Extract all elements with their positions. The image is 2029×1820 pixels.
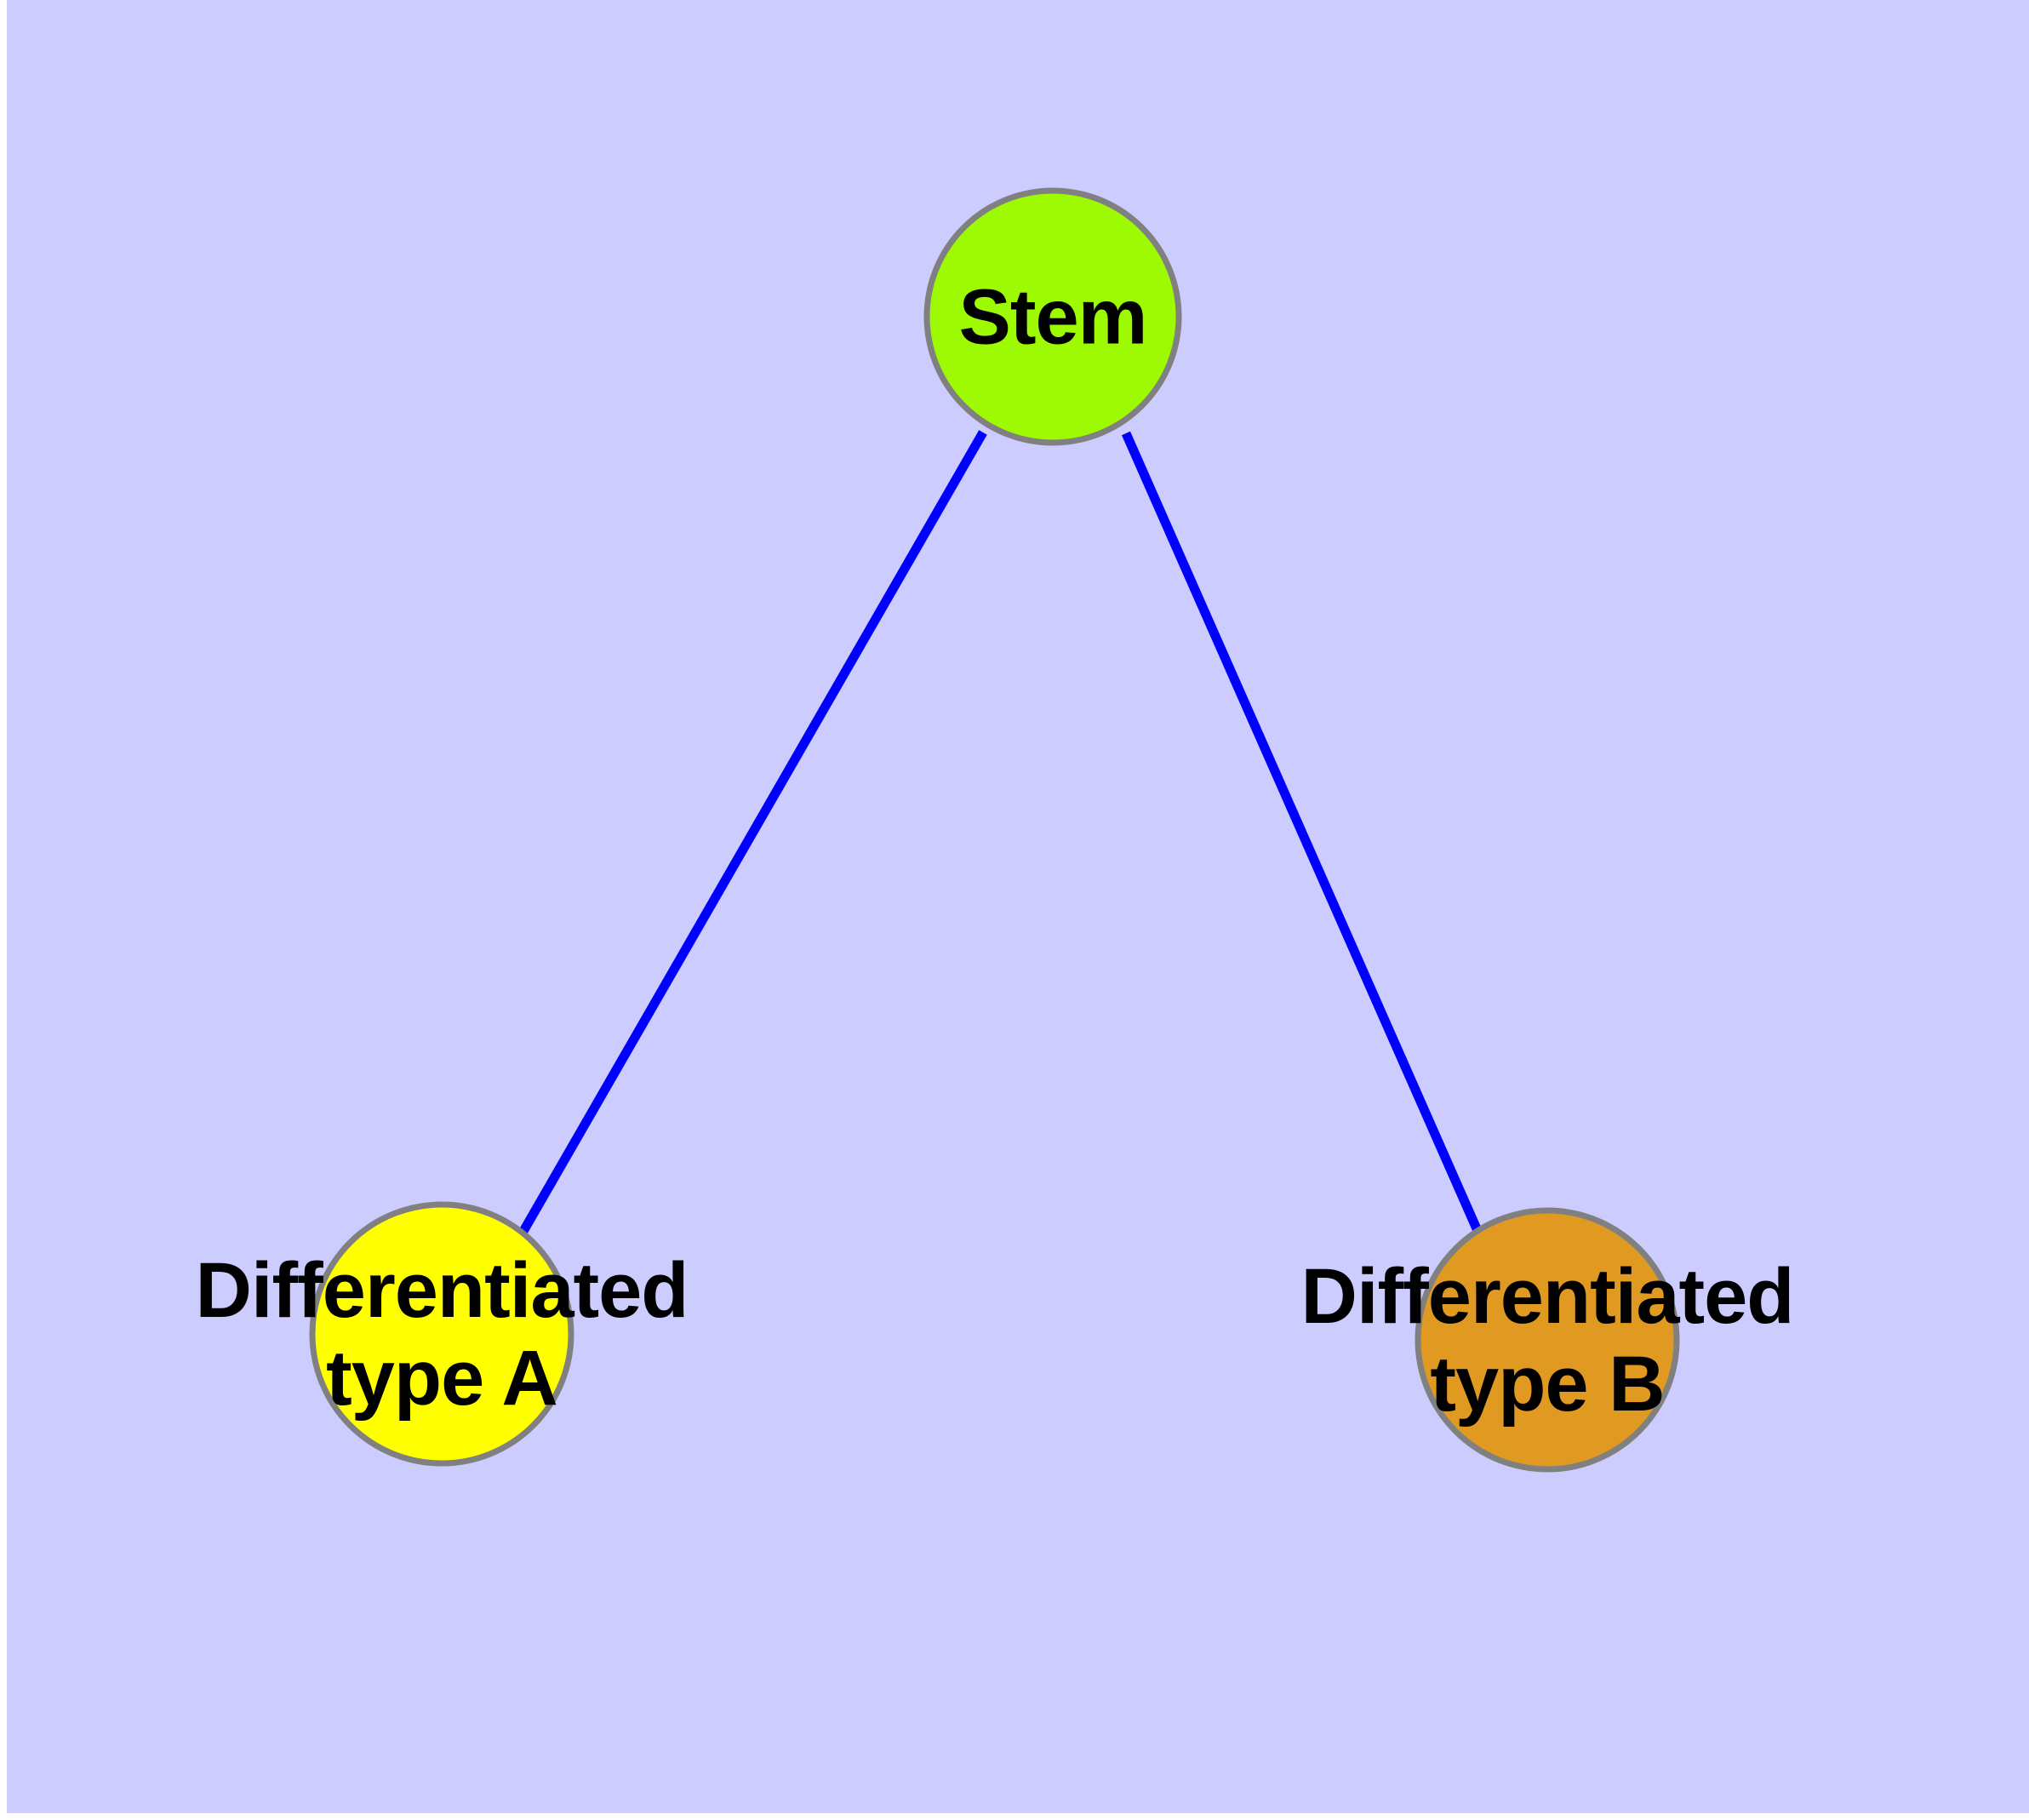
node-label-line: type A bbox=[326, 1335, 557, 1422]
graph-edge-stem-to-diff-b[interactable] bbox=[1121, 431, 1483, 1235]
nodes-group bbox=[309, 187, 1680, 1473]
node-label-line: type B bbox=[1430, 1341, 1664, 1428]
graph-node-diff_a[interactable] bbox=[309, 1201, 574, 1467]
graph-node-stem[interactable] bbox=[923, 187, 1182, 446]
graph-node-diff_b[interactable] bbox=[1415, 1207, 1680, 1473]
graph-edge-stem-to-diff-a[interactable] bbox=[518, 430, 987, 1235]
node-label-line: Stem bbox=[959, 273, 1147, 360]
node-label-line: Differentiated bbox=[1301, 1253, 1794, 1340]
node-label-line: Differentiated bbox=[196, 1247, 689, 1334]
edges-group bbox=[518, 430, 1483, 1235]
node-label-stem: Stem bbox=[959, 273, 1147, 360]
